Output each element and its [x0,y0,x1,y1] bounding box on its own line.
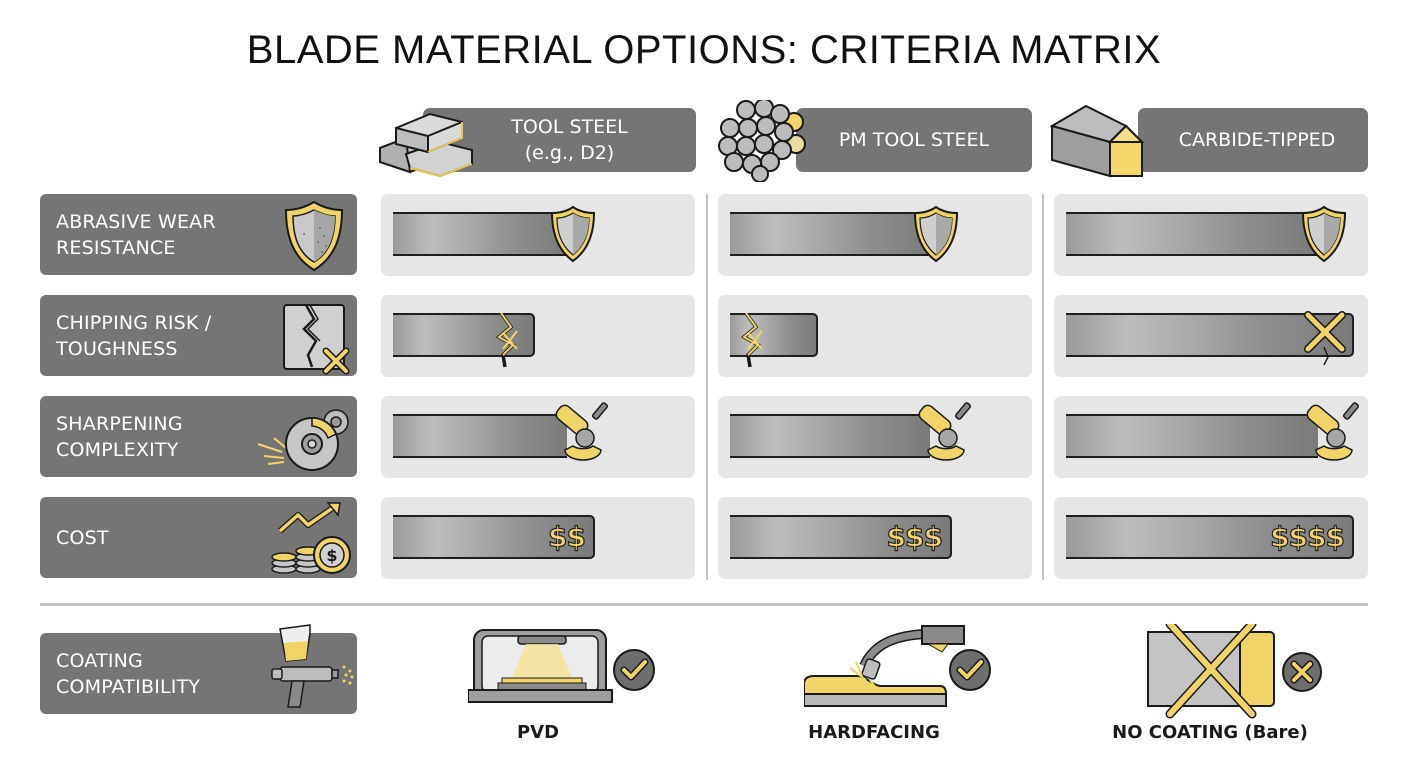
rating-bar [393,313,535,368]
row-label-text: SHARPENING [56,412,183,435]
angle-grinder-icon [918,402,972,461]
coating-label: PVD [516,722,560,743]
shield-icon [550,205,596,263]
coating-label: NO COATING (Bare) [1112,722,1308,743]
column-header-label: CARBIDE-TIPPED [1178,129,1336,151]
shield-icon [913,205,959,263]
column-header-carbide-tipped: CARBIDE-TIPPED [1050,104,1368,178]
cell-chipping-carbide-tipped [1054,295,1368,377]
cracked-block-icon [283,304,350,375]
rating-bar [1066,402,1360,461]
section-divider [40,603,1368,606]
coating-option-hardfacing [803,624,1000,718]
coating-option-no-coating [1144,619,1330,724]
coating-option-pvd [467,624,658,718]
column-header-sublabel: (e.g., D2) [524,142,615,164]
row-label-text: TOUGHNESS [56,337,178,360]
grinding-wheel-icon [257,409,349,471]
cell-sharpening-pm-tool-steel [718,396,1032,478]
coating-label: HARDFACING [808,722,940,743]
row-label-text: COMPATIBILITY [56,675,201,698]
row-label-text: COMPLEXITY [56,438,179,461]
column-header-label: TOOL STEEL [511,116,628,138]
rating-bar: $$$ [730,515,952,559]
steel-ingots-icon [379,112,473,178]
cell-sharpening-carbide-tipped [1054,396,1368,478]
crack-icon [495,313,518,368]
rating-bar [1066,311,1354,366]
cell-cost-pm-tool-steel: $$$ [718,497,1032,579]
rating-bar [1066,205,1347,263]
rating-bar: $$ [393,515,595,559]
row-label-abrasive-wear: ABRASIVE WEAR RESISTANCE [40,194,357,275]
angle-grinder-icon [1306,402,1360,461]
rating-bar [730,313,818,368]
row-label-text: COATING [56,649,143,672]
cost-rating: $$ [547,520,586,554]
welding-torch-icon [803,625,991,707]
coins-rising-icon: $ [271,502,351,574]
row-label-text: ABRASIVE WEAR [56,210,216,233]
rating-bar [393,205,596,263]
pvd-chamber-icon [467,629,655,703]
row-label-chipping-risk: CHIPPING RISK / TOUGHNESS [40,295,357,376]
rating-bar [730,402,972,461]
row-label-cost: COST $ [40,497,357,578]
powder-spheres-icon [718,100,806,182]
cost-rating: $$$$ [1269,520,1345,554]
crossed-blade-icon [1147,619,1322,719]
row-label-text: RESISTANCE [56,236,176,259]
cost-rating: $$$ [886,520,944,554]
cell-chipping-tool-steel [381,295,695,377]
row-label-sharpening-complexity: SHARPENING COMPLEXITY [40,396,357,477]
column-divider [1042,194,1044,580]
column-divider [706,194,708,580]
rating-bar [393,402,609,461]
x-mark-icon [1304,311,1346,366]
cell-cost-carbide-tipped: $$$$ [1054,497,1368,579]
spray-gun-icon [271,624,354,708]
cell-cost-tool-steel: $$ [381,497,695,579]
cell-sharpening-tool-steel [381,396,695,478]
row-label-text: COST [56,526,109,549]
shield-icon [284,200,344,272]
crack-icon [740,313,763,368]
rating-bar: $$$$ [1066,515,1354,559]
shield-icon [1301,205,1347,263]
row-label-coating-compatibility: COATING COMPATIBILITY [40,624,357,714]
carbide-tipped-block-icon [1050,104,1145,178]
column-header-label: PM TOOL STEEL [838,129,990,151]
column-header-pill: PM TOOL STEEL [796,108,1032,172]
column-header-tool-steel: TOOL STEEL (e.g., D2) [378,108,696,178]
angle-grinder-icon [555,402,609,461]
page-title: BLADE MATERIAL OPTIONS: CRITERIA MATRIX [246,28,1162,72]
cell-chipping-pm-tool-steel [718,295,1032,377]
column-header-pm-tool-steel: PM TOOL STEEL [716,100,1032,182]
rating-bar [730,205,959,263]
cell-abrasive-pm-tool-steel [718,194,1032,276]
cell-abrasive-tool-steel [381,194,695,276]
svg-text:$: $ [326,546,337,565]
column-header-pill: CARBIDE-TIPPED [1138,108,1368,172]
row-label-text: CHIPPING RISK / [56,311,212,334]
cell-abrasive-carbide-tipped [1054,194,1368,276]
